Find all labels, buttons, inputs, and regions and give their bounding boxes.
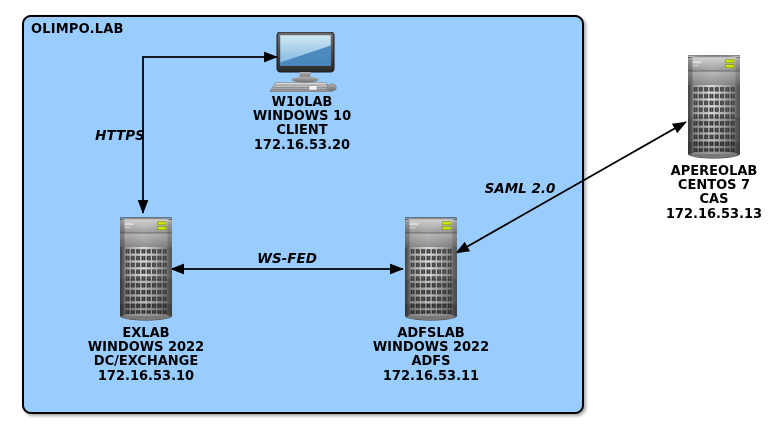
node-label-line: WINDOWS 2022: [372, 340, 490, 356]
node-label-line: W10LAB: [271, 95, 333, 110]
node-adfslab-label: ADFSLAB WINDOWS 2022 ADFS 172.16.53.11: [372, 326, 490, 384]
server-tower-icon: [688, 55, 740, 159]
node-exlab: EXLAB WINDOWS 2022 DC/EXCHANGE 172.16.53…: [86, 217, 206, 384]
node-label-line: 172.16.53.10: [97, 368, 195, 384]
desktop-computer-icon: [267, 32, 337, 93]
container-title: OLIMPO.LAB: [31, 22, 124, 37]
server-tower-icon: [120, 217, 172, 321]
node-label-line: DC/EXCHANGE: [93, 354, 199, 370]
node-apereolab: APEREOLAB CENTOS 7 CAS 172.16.53.13: [644, 55, 773, 222]
node-w10lab: W10LAB WINDOWS 10 CLIENT 172.16.53.20: [242, 32, 362, 153]
edge-label-wsfed: WS-FED: [257, 251, 317, 267]
node-w10lab-label: W10LAB WINDOWS 10 CLIENT 172.16.53.20: [252, 95, 352, 153]
node-apereolab-label: APEREOLAB CENTOS 7 CAS 172.16.53.13: [665, 164, 763, 222]
node-label-line: ADFS: [411, 354, 451, 370]
node-adfslab: ADFSLAB WINDOWS 2022 ADFS 172.16.53.11: [371, 217, 491, 384]
edge-label-https: HTTPS: [95, 128, 145, 144]
node-label-line: EXLAB: [122, 326, 170, 341]
node-label-line: 172.16.53.13: [665, 206, 763, 222]
node-label-line: CLIENT: [276, 123, 328, 139]
edge-label-saml: SAML 2.0: [484, 181, 556, 197]
node-label-line: CAS: [699, 192, 729, 208]
node-label-line: 172.16.53.20: [253, 137, 351, 153]
node-label-line: WINDOWS 10: [252, 109, 352, 125]
node-label-line: WINDOWS 2022: [87, 340, 205, 356]
node-label-line: 172.16.53.11: [382, 368, 480, 384]
node-exlab-label: EXLAB WINDOWS 2022 DC/EXCHANGE 172.16.53…: [87, 326, 205, 384]
server-tower-icon: [405, 217, 457, 321]
node-label-line: APEREOLAB: [670, 164, 758, 179]
node-label-line: CENTOS 7: [677, 178, 751, 194]
node-label-line: ADFSLAB: [397, 326, 465, 341]
